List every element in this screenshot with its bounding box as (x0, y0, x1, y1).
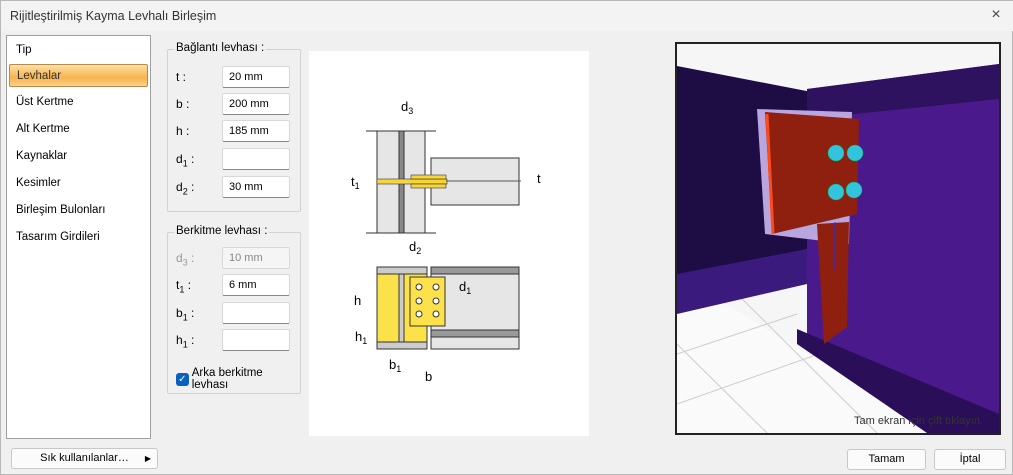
title-bar: Rijitleştirilmiş Kayma Levhalı Birleşim … (1, 1, 1013, 31)
window-title: Rijitleştirilmiş Kayma Levhalı Birleşim (10, 9, 217, 23)
nav-item-alt-kertme[interactable]: Alt Kertme (16, 123, 70, 135)
baglanti-levhasi-group: Bağlantı levhası : t : b : h : d1 : d2 : (167, 42, 301, 212)
connection-diagram: d3 t1 t d2 d1 h h1 b1 b (309, 51, 589, 436)
ok-button[interactable]: Tamam (847, 449, 926, 470)
d3-input (222, 247, 290, 269)
t-dim-label: t (537, 171, 541, 186)
checkbox-label: Arka berkitme levhası (191, 367, 263, 391)
nav-item-tip[interactable]: Tip (16, 44, 32, 56)
t-label: t : (176, 70, 187, 84)
berkitme-levhasi-group: Berkitme levhası : d3 : t1 : b1 : h1 : ✓… (167, 225, 301, 394)
b1-input[interactable] (222, 302, 290, 324)
d2-dim-label: d2 (409, 239, 421, 256)
3d-preview[interactable]: Tam ekran için çift tıklayın. (675, 42, 1001, 435)
t1-dim-label: t1 (351, 174, 360, 191)
d1-input[interactable] (222, 148, 290, 170)
h1-label: h1 : (176, 333, 195, 350)
d3-dim-label: d3 (401, 99, 413, 116)
nav-item-ust-kertme[interactable]: Üst Kertme (16, 96, 74, 108)
diagram-svg: d3 t1 t d2 d1 h h1 b1 b (351, 99, 541, 384)
favorites-label: Sık kullanılanlar… (40, 452, 129, 464)
chevron-right-icon: ▶ (144, 454, 151, 463)
h-input[interactable] (222, 120, 290, 142)
h1-dim-label: h1 (355, 329, 367, 346)
d1-label: d1 : (176, 152, 195, 169)
d3-label: d3 : (176, 251, 195, 268)
nav-item-tasarim-girdileri[interactable]: Tasarım Girdileri (16, 231, 100, 243)
b-label: b : (176, 97, 190, 111)
b-input[interactable] (222, 93, 290, 115)
fullscreen-hint: Tam ekran için çift tıklayın. (854, 415, 983, 427)
group-title: Bağlantı levhası : (174, 42, 267, 54)
checkmark-icon: ✓ (176, 372, 189, 386)
3d-model (677, 44, 999, 433)
favorites-button[interactable]: Sık kullanılanlar… ▶ (11, 448, 158, 469)
b-dim-label: b (425, 369, 432, 384)
nav-item-levhalar[interactable]: Levhalar (9, 64, 148, 87)
nav-item-kaynaklar[interactable]: Kaynaklar (16, 150, 68, 162)
d2-input[interactable] (222, 176, 290, 198)
h-label: h : (176, 124, 190, 138)
category-list: Tip Levhalar Üst Kertme Alt Kertme Kayna… (6, 35, 151, 439)
h-dim-label: h (354, 293, 361, 308)
close-icon[interactable]: × (991, 6, 1001, 23)
b1-label: b1 : (176, 306, 195, 323)
nav-item-kesimler[interactable]: Kesimler (16, 177, 61, 189)
t1-input[interactable] (222, 274, 290, 296)
d2-label: d2 : (176, 180, 195, 197)
h1-input[interactable] (222, 329, 290, 351)
t-input[interactable] (222, 66, 290, 88)
nav-item-birlesim-bulonlari[interactable]: Birleşim Bulonları (16, 204, 106, 216)
b1-dim-label: b1 (389, 357, 401, 374)
arka-berkitme-checkbox[interactable]: ✓Arka berkitme levhası (176, 367, 300, 391)
cancel-button[interactable]: İptal (934, 449, 1006, 470)
d1-dim-label: d1 (459, 279, 471, 296)
t1-label: t1 : (176, 278, 192, 295)
group-title: Berkitme levhası : (174, 225, 270, 237)
